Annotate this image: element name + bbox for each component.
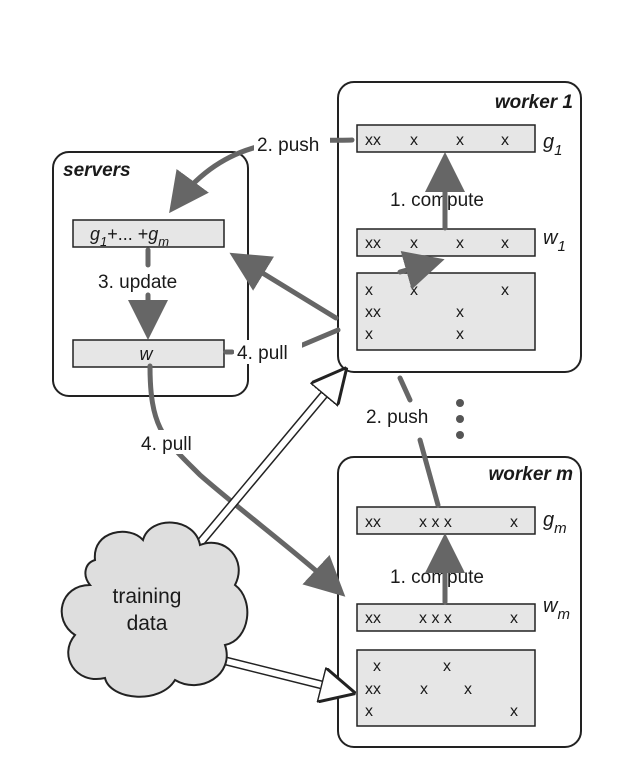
worker-1-data-cell: xx xyxy=(365,304,381,321)
worker-1-gradient-cell: x xyxy=(501,132,509,149)
update-label: 3. update xyxy=(98,272,177,293)
training-data-arrows xyxy=(196,372,350,692)
flow-arrows xyxy=(128,137,465,605)
worker-m-weights-cell: x xyxy=(510,610,518,627)
training-data-cloud: training data xyxy=(60,521,249,698)
worker-1-data-box xyxy=(356,272,536,351)
push-arrow-worker-m-upper xyxy=(397,375,413,403)
worker-m-gradient-cell: x xyxy=(510,514,518,531)
data-arrow-to-worker-1 xyxy=(197,372,343,545)
data-arrow-to-worker-m xyxy=(221,657,350,692)
worker-1-data-cell: x xyxy=(501,282,509,299)
servers-group: servers g1+... +gm 3. update w xyxy=(52,151,249,397)
worker-m-gradient-cell: xx xyxy=(365,514,381,531)
push-label-mid: 2. push xyxy=(366,407,428,428)
worker-m-data-box xyxy=(356,649,536,727)
worker-1-gradient-name: g1 xyxy=(543,131,562,159)
worker-m-weights-name: wm xyxy=(543,595,570,623)
worker-m-weights-box xyxy=(356,603,536,632)
worker-m-weights-cell: xx xyxy=(365,610,381,627)
worker-m-data-cell: x xyxy=(464,681,472,698)
worker-1-weights-cell: x xyxy=(410,235,418,252)
worker-1-data-cell: x xyxy=(410,282,418,299)
worker-1-data-cell: x xyxy=(365,282,373,299)
worker-1-gradient-cell: x xyxy=(410,132,418,149)
worker-m-gradient-box xyxy=(356,506,536,535)
more-workers-ellipsis xyxy=(456,399,464,439)
worker-1-data-cell: x xyxy=(456,326,464,343)
worker-m-compute-label: 1. compute xyxy=(390,567,484,588)
worker-m-data-cell: xx xyxy=(365,681,381,698)
pull-arrow-worker-m xyxy=(147,363,346,597)
worker-1-weights-name: w1 xyxy=(543,227,566,255)
worker-m-weights-cell: x x x xyxy=(419,610,452,627)
worker-m-data-cell: x xyxy=(373,658,381,675)
data-to-weights-arrow-worker-1 xyxy=(397,251,445,290)
worker-1-group: worker 1 xx x x x g1 1. compute xx x x x… xyxy=(337,81,582,373)
worker-1-data-cell: x xyxy=(456,304,464,321)
gradient-sum-box xyxy=(72,219,225,248)
worker-1-title: worker 1 xyxy=(495,92,573,113)
worker-m-data-cell: x xyxy=(365,703,373,720)
worker-1-weights-cell: xx xyxy=(365,235,381,252)
worker-m-gradient-cell: x x x xyxy=(419,514,452,531)
worker-1-gradient-cell: xx xyxy=(365,132,381,149)
pull-arrow-worker-1 xyxy=(297,327,341,349)
worker-m-title: worker m xyxy=(489,464,574,485)
push-label-top: 2. push xyxy=(257,135,319,156)
cloud-line-1: training xyxy=(113,585,182,608)
gradient-sum-g1: g1+... +gm xyxy=(90,224,169,249)
worker-1-data-cell: x xyxy=(365,326,373,343)
worker-1-gradient-cell: x xyxy=(456,132,464,149)
worker-m-data-cell: x xyxy=(510,703,518,720)
pull-arrow-to-sum xyxy=(229,252,339,321)
worker-m-group: worker m xx x x x x gm 1. compute xx x x… xyxy=(337,456,582,748)
worker-m-data-cell: x xyxy=(443,658,451,675)
worker-m-gradient-name: gm xyxy=(543,509,567,537)
worker-1-weights-cell: x xyxy=(501,235,509,252)
worker-m-data-cell: x xyxy=(420,681,428,698)
push-arrow-worker-m-lower xyxy=(417,437,441,508)
pull-label-down: 4. pull xyxy=(141,434,192,455)
worker-1-weights-box xyxy=(356,228,536,257)
worker-1-compute-label: 1. compute xyxy=(390,190,484,211)
servers-title: servers xyxy=(63,160,131,181)
pull-label-right: 4. pull xyxy=(237,343,288,364)
weights-label: w xyxy=(140,344,154,364)
cloud-line-2: data xyxy=(127,612,168,635)
worker-1-weights-cell: x xyxy=(456,235,464,252)
